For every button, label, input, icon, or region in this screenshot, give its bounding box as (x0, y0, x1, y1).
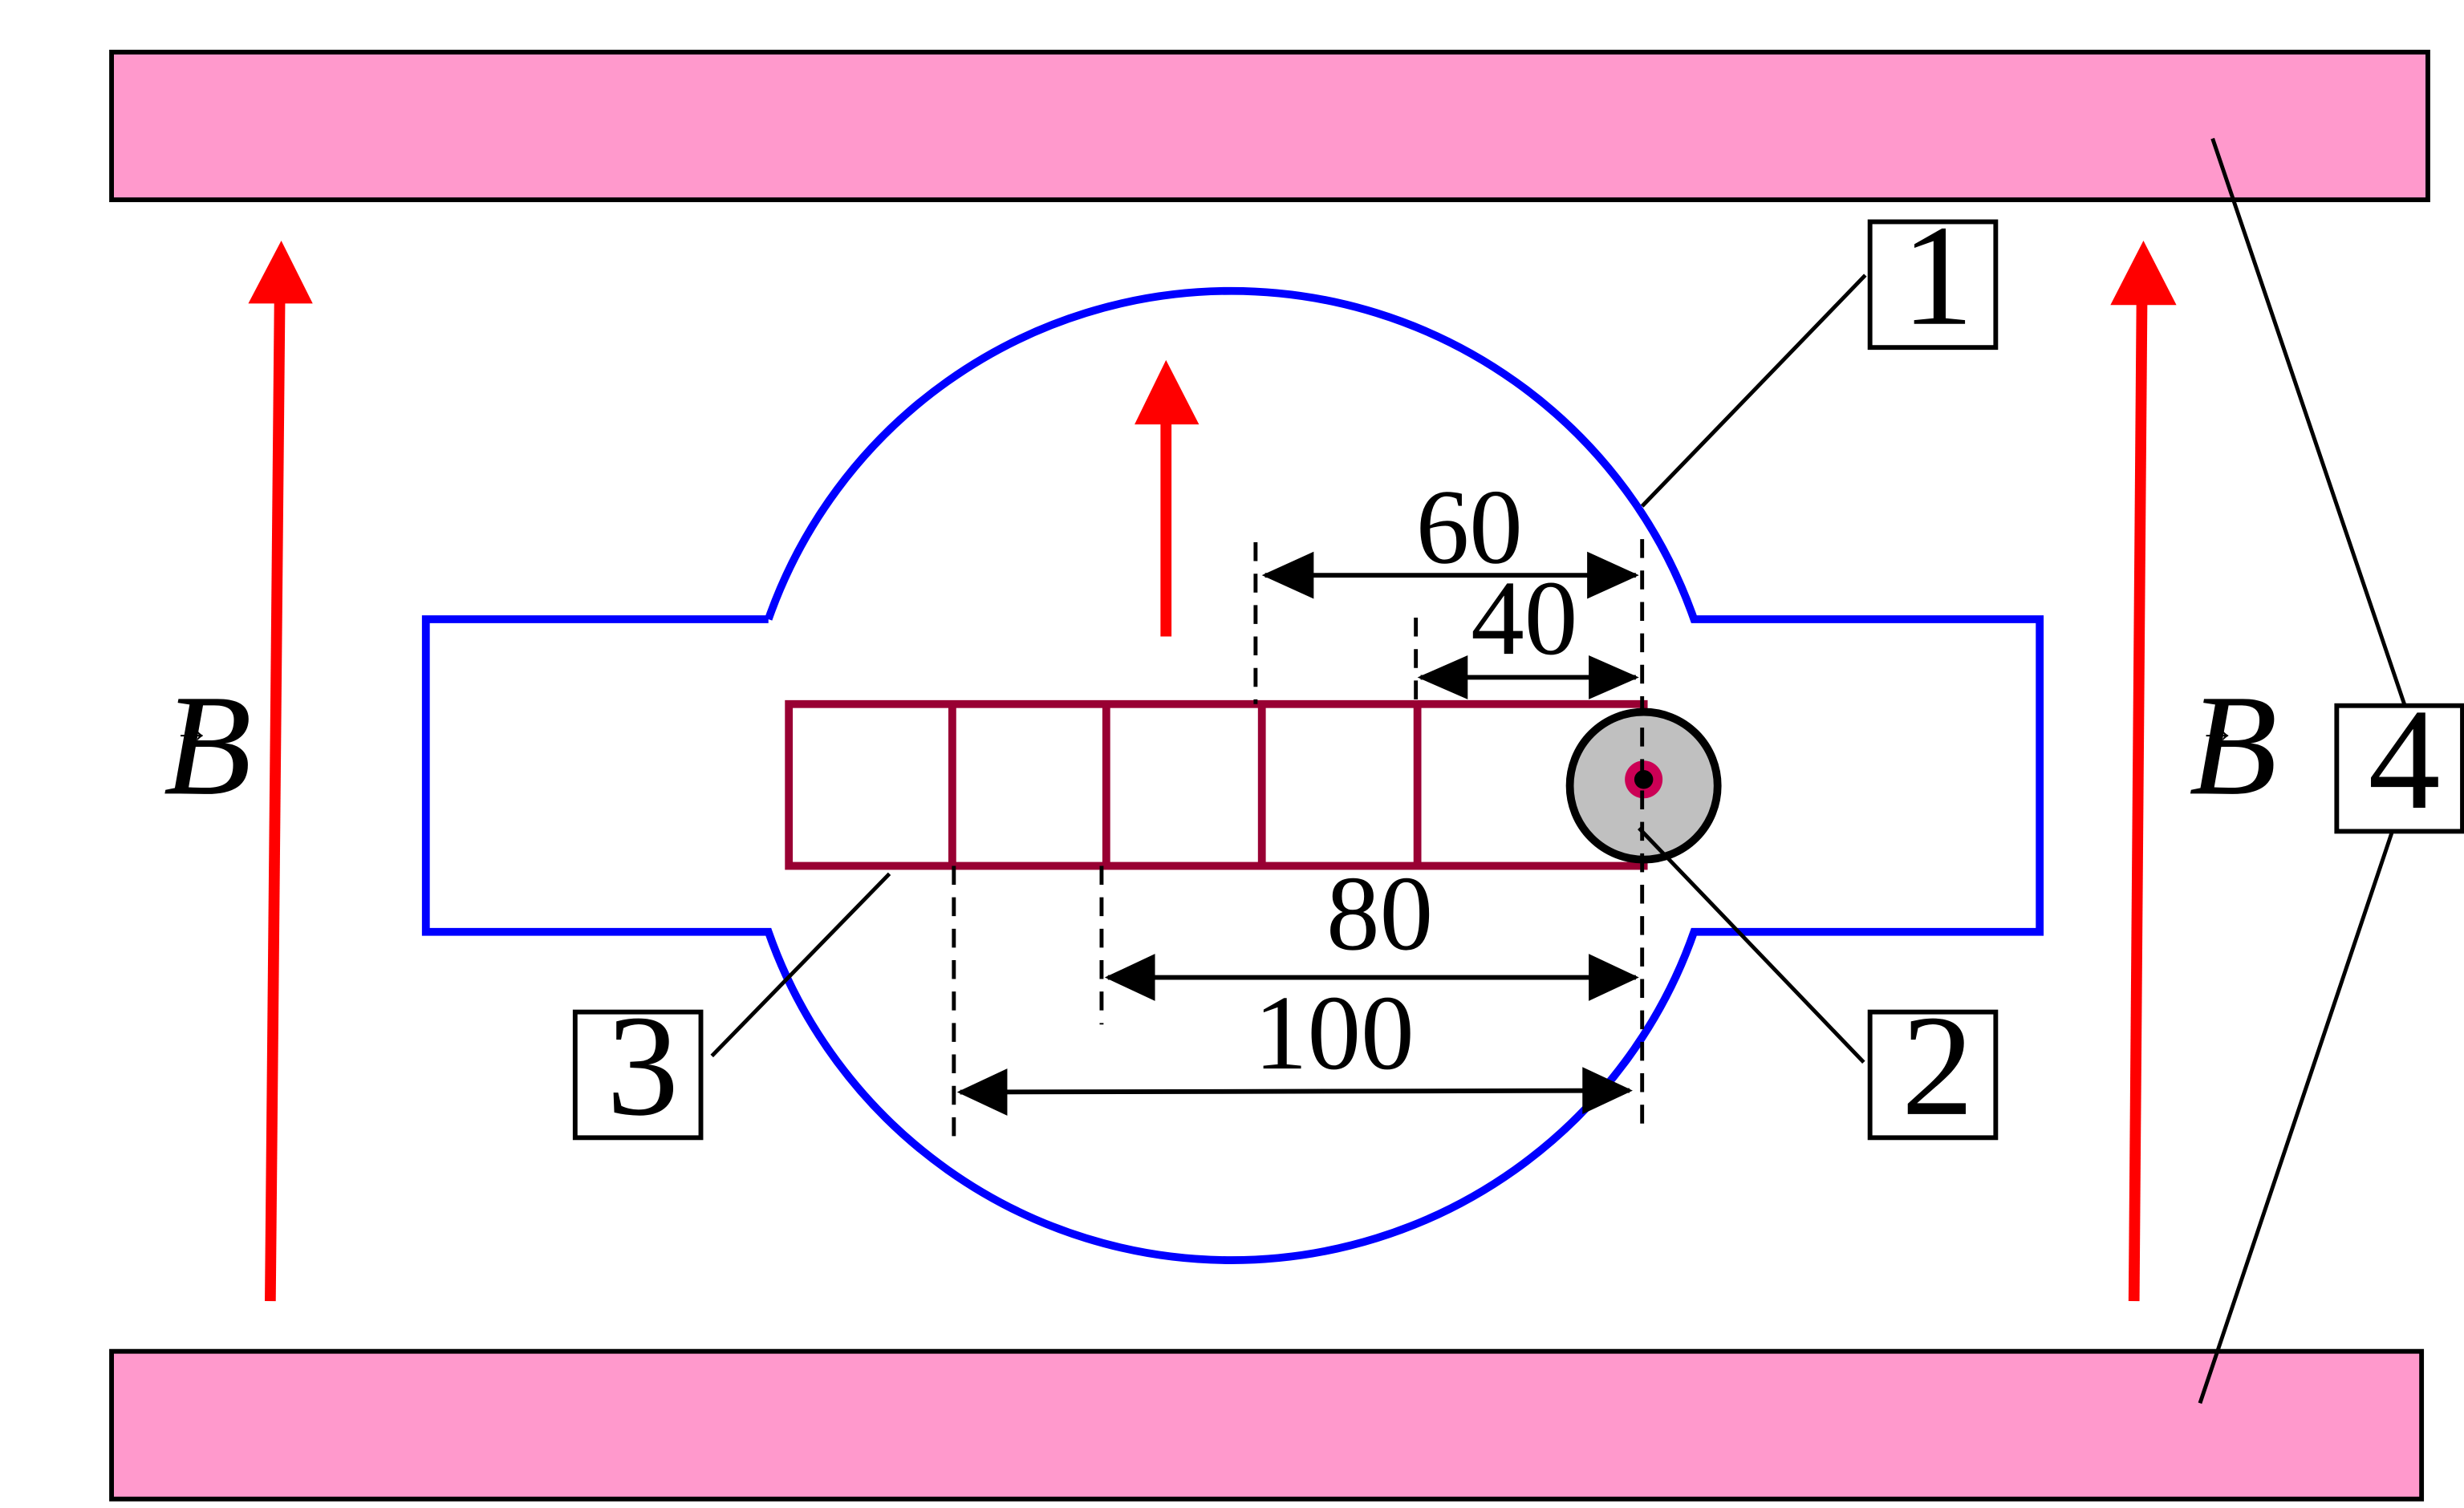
dimension-40: 40 (1417, 558, 1639, 699)
dimension-100: 100 (956, 973, 1633, 1116)
field-label-left: B → (164, 664, 252, 825)
field-arrow-center (1135, 359, 1200, 637)
dimension-label-40: 40 (1471, 558, 1577, 677)
field-symbol-right: B (2189, 664, 2277, 825)
field-arrow-right (2110, 240, 2177, 1302)
vector-mark-right: → (2198, 709, 2236, 751)
vector-mark-left: → (173, 709, 210, 751)
dimension-label-80: 80 (1326, 853, 1433, 972)
callout-3: 3 (572, 985, 704, 1145)
dimension-label-100: 100 (1254, 973, 1415, 1092)
chamber-outline (421, 286, 2044, 1264)
magnet-pole-top (109, 50, 2430, 203)
ladder-frame (785, 699, 1648, 870)
callout-label-4: 4 (2369, 679, 2441, 839)
dimension-80: 80 (1104, 853, 1639, 1001)
magnet-pole-bottom (109, 1348, 2425, 1502)
callout-4: 4 (2334, 679, 2464, 839)
callout-label-3: 3 (607, 985, 679, 1145)
dimension-60: 60 (1261, 467, 1639, 599)
callout-leaders (710, 137, 2406, 1405)
callout-2: 2 (1867, 985, 1999, 1145)
callout-label-2: 2 (1902, 985, 1974, 1145)
field-arrow-left (248, 240, 313, 1302)
dimension-guides (952, 539, 1645, 1138)
field-symbol-left: B (164, 664, 252, 825)
dimension-label-60: 60 (1416, 467, 1523, 586)
field-label-right: B → (2189, 664, 2277, 825)
callout-label-1: 1 (1902, 195, 1974, 355)
callout-1: 1 (1867, 195, 1999, 355)
